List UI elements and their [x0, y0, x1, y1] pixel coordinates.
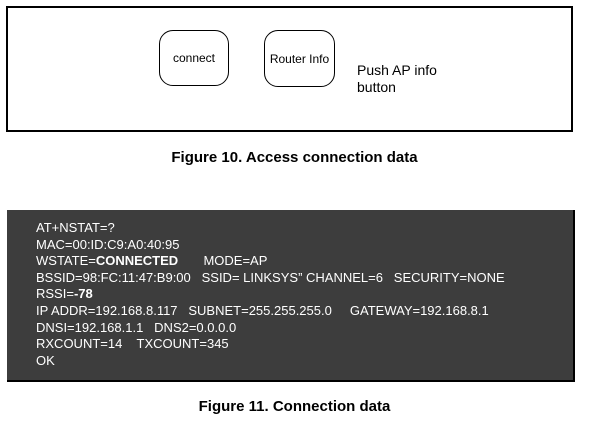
terminal-output: AT+NSTAT=? MAC=00:ID:C9:A0:40:95 WSTATE=… [7, 210, 575, 382]
terminal-line-counts: RXCOUNT=14 TXCOUNT=345 [36, 336, 229, 352]
figure11-caption: Figure 11. Connection data [198, 398, 391, 415]
terminal-line-rssi: RSSI=-78 [36, 286, 573, 303]
terminal-line-wstate: WSTATE=CONNECTED MODE=AP [36, 253, 573, 270]
figure10-caption: Figure 10. Access connection data [171, 149, 418, 166]
router-info-button[interactable]: Router Info [264, 30, 335, 87]
note-line-2: button [357, 79, 396, 95]
note-line-1: Push AP info [357, 62, 437, 78]
push-ap-info-note: Push AP info button [357, 62, 467, 96]
terminal-line-ok: OK [36, 352, 55, 368]
connect-button[interactable]: connect [159, 30, 229, 86]
terminal-line-mac: MAC=00:ID:C9:A0:40:95 [36, 236, 180, 252]
wstate-value: CONNECTED [95, 253, 179, 269]
wstate-label: WSTATE= [36, 253, 96, 269]
connect-button-label: connect [172, 51, 216, 65]
terminal-line-dns: DNSI=192.168.1.1 DNS2=0.0.0.0 [36, 319, 237, 335]
rssi-label: RSSI= [36, 286, 74, 302]
rssi-value: -78 [73, 286, 93, 302]
router-info-button-label: Router Info [269, 51, 330, 66]
terminal-line-command: AT+NSTAT=? [36, 220, 115, 235]
mode-value: MODE=AP [178, 253, 268, 269]
terminal-line-ip: IP ADDR=192.168.8.117 SUBNET=255.255.255… [36, 302, 489, 318]
terminal-line-bssid: BSSID=98:FC:11:47:B9:00 SSID= LINKSYS” C… [36, 269, 505, 285]
